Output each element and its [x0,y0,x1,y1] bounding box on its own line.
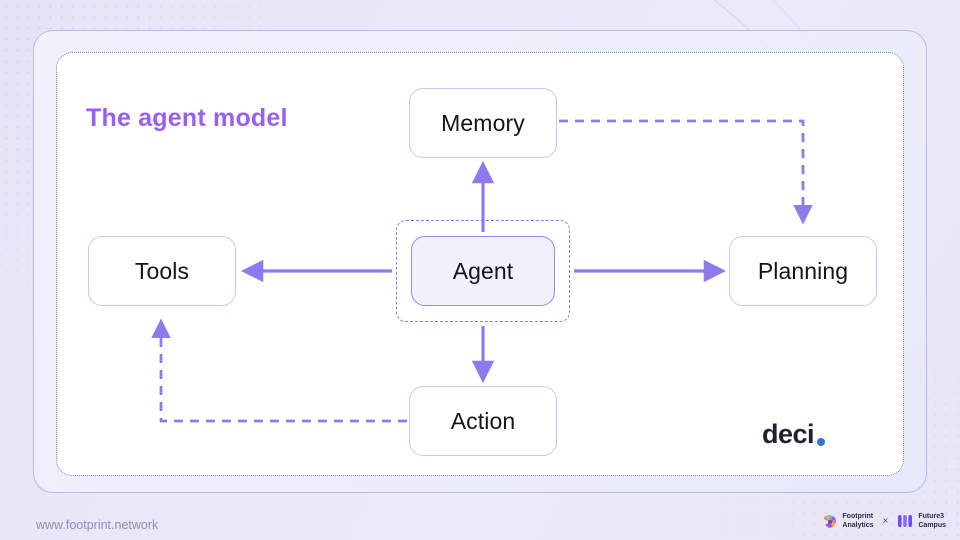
page-title: The agent model [86,104,288,132]
brand-separator: × [882,516,889,527]
brand-footprint-label: Footprint Analytics [842,513,874,529]
node-memory[interactable]: Memory [409,88,557,158]
deci-dot-icon [817,438,826,446]
node-memory-label: Memory [441,109,525,136]
future3-w-icon [898,515,913,527]
node-tools-label: Tools [134,257,190,284]
node-action[interactable]: Action [409,386,557,456]
deci-logo: deci [762,419,826,450]
footer-partner-brands: Footprint Analytics × Future3 Campus [822,513,946,530]
footprint-pinwheel-icon [824,514,837,528]
agent-dashed-frame [396,220,570,322]
deci-logo-text: deci [762,419,815,449]
node-action-label: Action [450,407,516,434]
node-agent-label: Agent [452,257,514,284]
node-tools[interactable]: Tools [88,236,236,306]
footer-url[interactable]: www.footprint.network [36,518,159,532]
brand-future3-campus: Future3 Campus [897,513,946,530]
node-planning[interactable]: Planning [729,236,877,306]
brand-footprint-analytics: Footprint Analytics [822,513,874,530]
node-agent[interactable]: Agent [411,236,555,306]
brand-future3-label: Future3 Campus [918,513,946,529]
node-planning-label: Planning [757,257,849,284]
